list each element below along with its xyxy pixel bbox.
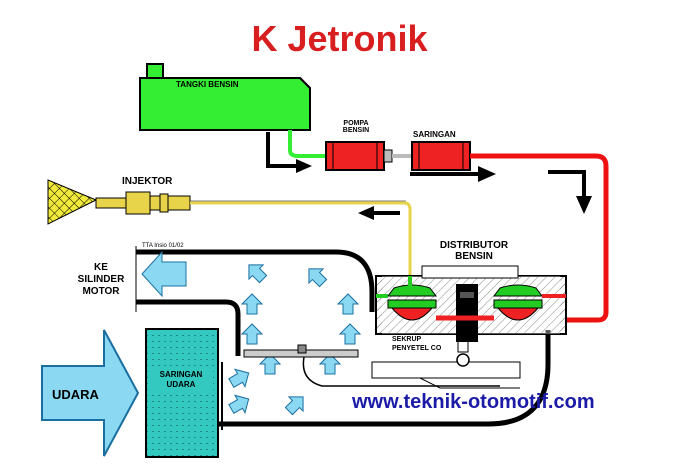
cylinder-arrow: [141, 250, 187, 298]
return-arrow-tank: [266, 132, 298, 168]
distributor-label-line1: DISTRIBUTOR: [439, 240, 509, 251]
cylinder-label: KE SILINDER MOTOR: [68, 262, 134, 298]
flow-arrow-right: [548, 170, 586, 198]
intake-duct: [218, 330, 551, 427]
tta-note: TTA Insio 01/02: [142, 243, 184, 249]
injector: [47, 179, 191, 225]
screw-label-line1: SEKRUP: [392, 336, 422, 343]
fuel-distributor: [375, 265, 567, 342]
injector-label: INJEKTOR: [122, 176, 173, 187]
fuel-tank: [139, 63, 311, 131]
website-watermark[interactable]: www.teknik-otomotif.com: [352, 391, 595, 413]
tank-outlet-pipe: [288, 130, 326, 158]
cylinder-label-line3: MOTOR: [82, 286, 120, 297]
distributor-label: DISTRIBUTOR BENSIN: [432, 240, 516, 262]
distributor-label-line2: BENSIN: [455, 251, 493, 262]
air-filter-label: SARINGAN UDARA: [149, 370, 213, 390]
air-filter-label-line2: UDARA: [166, 380, 196, 389]
cylinder-label-line1: KE: [94, 262, 108, 273]
filter-label: SARINGAN: [413, 130, 456, 139]
screw-label-line2: PENYETEL CO: [392, 345, 442, 352]
injector-line: [190, 201, 412, 276]
cylinder-label-line2: SILINDER: [77, 274, 125, 285]
intake-manifold: [135, 246, 375, 356]
air-sensor-plate: [243, 344, 359, 358]
pump-label-line1: POMPA: [343, 120, 369, 127]
air-flow-arrows: [225, 257, 361, 419]
tank-label: TANGKI BENSIN: [176, 80, 239, 89]
air-intake-arrow: [41, 329, 140, 457]
fuel-filter: [411, 141, 471, 171]
screw-label: SEKRUP PENYETEL CO: [392, 335, 441, 353]
fuel-pump: [325, 141, 393, 171]
diagram-title: K Jetronik: [251, 18, 428, 59]
pump-label-line2: BENSIN: [342, 127, 370, 134]
fuel-supply-line: [470, 153, 609, 323]
air-label: UDARA: [52, 387, 99, 402]
pump-label: POMPA BENSIN: [338, 120, 374, 134]
air-filter-label-line1: SARINGAN: [159, 370, 203, 379]
air-filter: [145, 328, 219, 458]
